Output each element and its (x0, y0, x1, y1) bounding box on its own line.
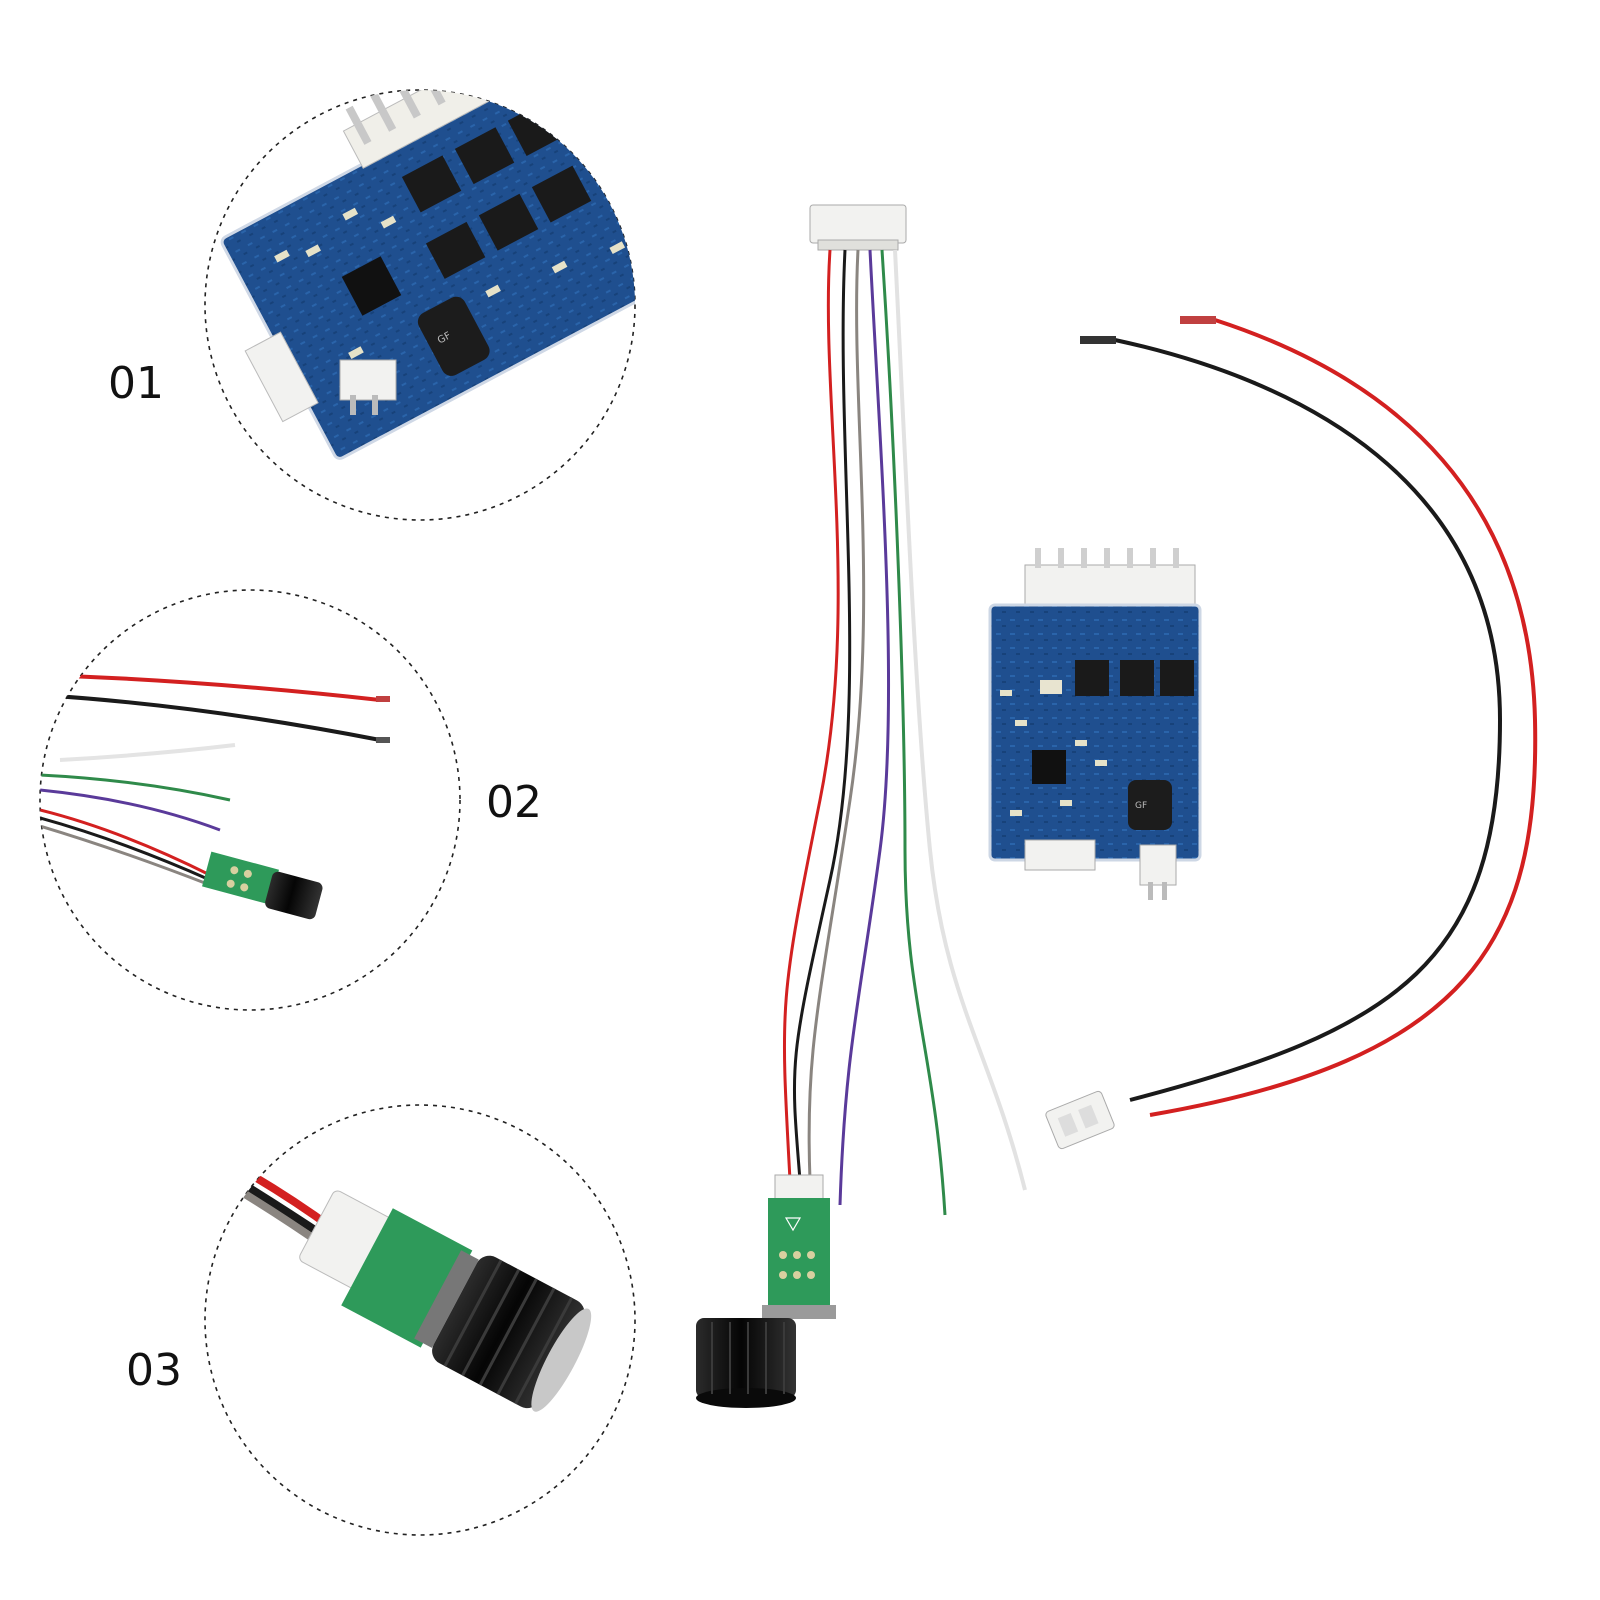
detail-02-wires-image (40, 673, 390, 920)
wire-gray (807, 249, 866, 1181)
detail-01-group: GF 01 (108, 89, 636, 521)
power-plug (1045, 1090, 1115, 1150)
wire-white (893, 249, 1027, 1191)
main-controller-board: GF (988, 548, 1202, 900)
wire-purple (838, 249, 891, 1206)
detail-02-label: 02 (486, 777, 542, 828)
detail-01-label: 01 (108, 358, 164, 409)
detail-01-dashed-circle (204, 89, 636, 521)
pin-header (342, 90, 541, 169)
detail-03-knob-image (217, 1156, 592, 1412)
detail-02-dashed-circle (39, 589, 461, 1011)
main-harness-with-knob (696, 204, 1027, 1408)
pot-knob (696, 1318, 796, 1398)
wire-red (782, 249, 840, 1181)
detail-01-board-image: GF (220, 90, 635, 460)
board-bottom-connector (1024, 839, 1096, 871)
board-power-connector (1139, 844, 1177, 886)
detail-03-dashed-circle (204, 1104, 636, 1536)
wire-green (880, 249, 947, 1216)
power-wire-red (1149, 318, 1538, 1117)
svg-text:GF: GF (1135, 801, 1147, 811)
detail-03-label: 03 (126, 1345, 182, 1396)
main-power-lead (1045, 316, 1538, 1150)
detail-02-group: 02 (39, 589, 542, 1011)
power-wire-black (1114, 338, 1503, 1102)
harness-top-connector (809, 204, 907, 244)
detail-03-group: 03 (126, 1104, 636, 1536)
wire-black (792, 249, 852, 1181)
pot-connector (774, 1174, 824, 1202)
